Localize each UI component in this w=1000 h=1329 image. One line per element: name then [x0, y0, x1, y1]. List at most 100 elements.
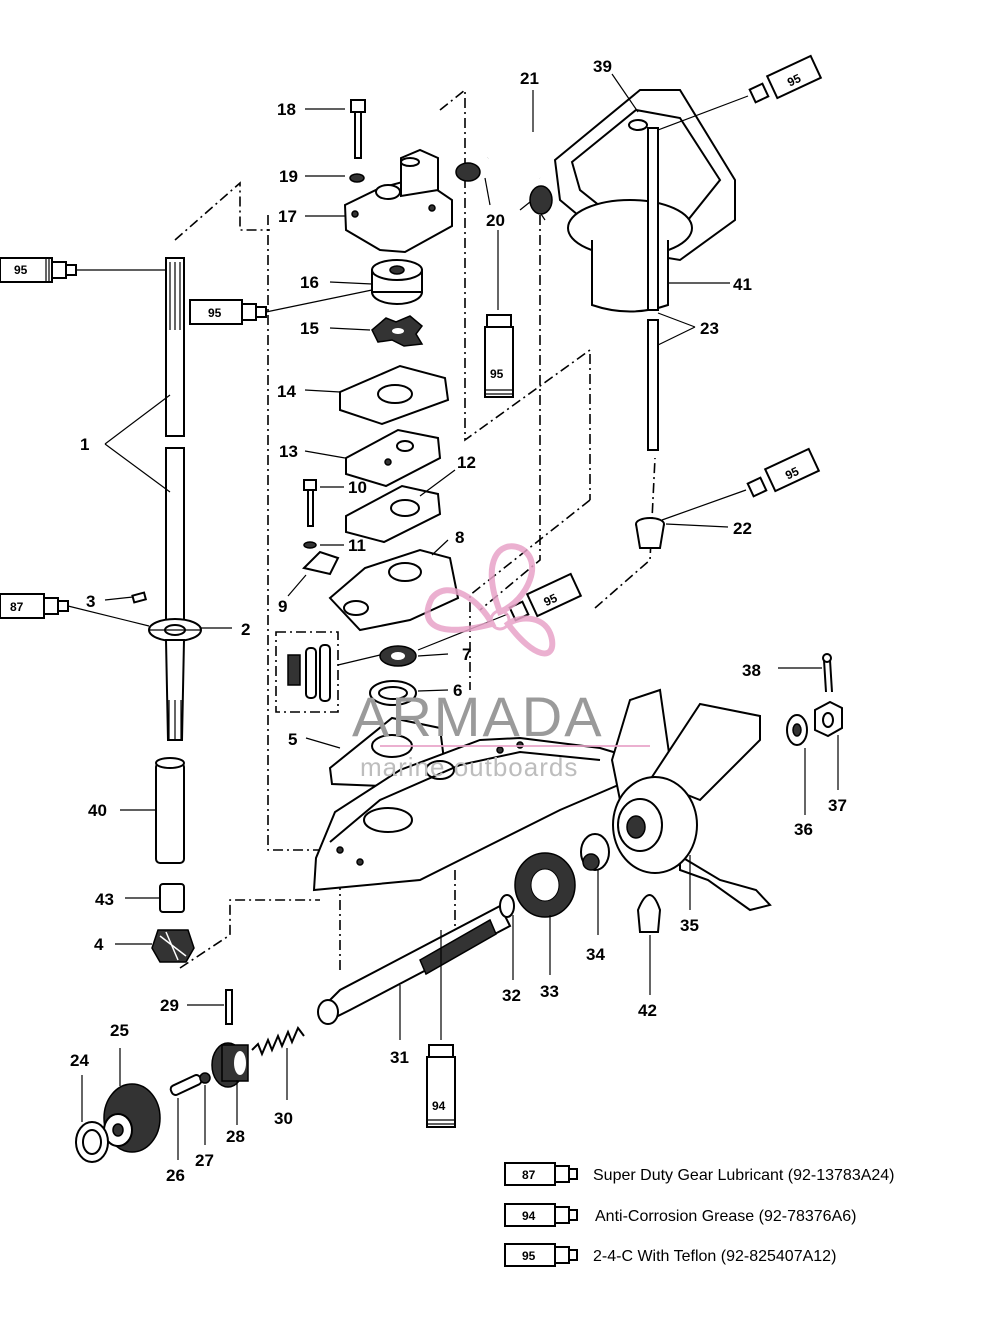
- propeller: [610, 688, 772, 912]
- reverse-gear: [103, 1083, 161, 1153]
- bearing-carrier-thrust-hub: [580, 833, 610, 871]
- watermark-tagline: marine outboards: [360, 752, 578, 782]
- cam-follower: [169, 1072, 211, 1096]
- oil-seal: [379, 645, 417, 667]
- callout-41: 41: [733, 275, 752, 294]
- pump-bolt-small: [303, 479, 317, 549]
- exhaust-plate-assembly: [553, 89, 736, 313]
- tube-label: 87: [10, 600, 24, 614]
- callout-29: 29: [160, 996, 179, 1015]
- callout-22: 22: [733, 519, 752, 538]
- face-plate: [345, 428, 442, 488]
- thrust-washer-front: [499, 894, 515, 918]
- shift-shaft-bushing: [635, 517, 665, 549]
- watermark-logo: [380, 543, 650, 747]
- callout-15: 15: [300, 319, 319, 338]
- callout-1: 1: [80, 435, 89, 454]
- legend-text: 2-4-C With Teflon (92-825407A12): [593, 1248, 836, 1265]
- shaft-sleeve: [155, 757, 185, 864]
- legend-row-94: 94 Anti-Corrosion Grease (92-78376A6): [504, 1203, 856, 1227]
- callout-28: 28: [226, 1127, 245, 1146]
- legend-code: 95: [522, 1249, 536, 1263]
- seal-detail-inset: [275, 631, 381, 713]
- thrust-washer: [75, 1121, 109, 1163]
- propeller-shaft: [317, 904, 512, 1025]
- callout-25: 25: [110, 1021, 129, 1040]
- lube-tube-95-tube: 95: [484, 314, 514, 398]
- lube-tube-95-shift-top: 95: [657, 54, 823, 131]
- callout-6: 6: [453, 681, 462, 700]
- callout-36: 36: [794, 820, 813, 839]
- callout-31: 31: [390, 1048, 409, 1067]
- o-ring: [369, 680, 417, 706]
- tube-label: 95: [541, 591, 559, 609]
- callout-35: 35: [680, 916, 699, 935]
- callout-20: 20: [486, 211, 505, 230]
- drive-shaft: [131, 257, 202, 741]
- leader-lines: [81, 73, 839, 1160]
- callout-7: 7: [462, 645, 471, 664]
- pump-gasket-lower: [345, 484, 442, 544]
- drive-pin: [636, 894, 662, 933]
- pump-gasket-upper: [339, 364, 450, 426]
- callout-11: 11: [348, 536, 366, 555]
- lube-tube-95-impeller: 95: [189, 289, 373, 325]
- impeller: [371, 315, 424, 347]
- water-tube: [455, 137, 553, 215]
- callout-2: 2: [241, 620, 250, 639]
- legend-text: Anti-Corrosion Grease (92-78376A6): [595, 1208, 856, 1225]
- prop-nut: [814, 700, 843, 738]
- callout-18: 18: [277, 100, 296, 119]
- callout-9: 9: [278, 597, 287, 616]
- lube-tube-94-shaft: 94: [426, 1044, 456, 1128]
- callout-24: 24: [70, 1051, 89, 1070]
- callout-42: 42: [638, 1001, 657, 1020]
- water-pump-housing: [343, 148, 453, 254]
- callout-26: 26: [166, 1166, 185, 1185]
- callout-32: 32: [502, 986, 521, 1005]
- pump-bolt: [349, 99, 366, 183]
- bushing: [159, 883, 185, 913]
- legend-text: Super Duty Gear Lubricant (92-13783A24): [593, 1167, 895, 1184]
- callout-39: 39: [593, 57, 612, 76]
- tube-label: 95: [208, 306, 222, 320]
- callout-16: 16: [300, 273, 319, 292]
- shift-cross-pin: [225, 989, 233, 1025]
- callout-40: 40: [88, 801, 107, 820]
- callout-3: 3: [86, 592, 95, 611]
- gear-housing: [312, 736, 642, 892]
- prop-washer: [786, 714, 808, 746]
- spring: [251, 1026, 305, 1057]
- legend-code: 87: [522, 1168, 536, 1182]
- callout-23: 23: [700, 319, 719, 338]
- tube-label: 95: [785, 71, 803, 89]
- callout-37: 37: [828, 796, 847, 815]
- legend-code: 94: [522, 1209, 536, 1223]
- callout-13: 13: [279, 442, 298, 461]
- callout-43: 43: [95, 890, 114, 909]
- shift-shaft: [647, 127, 659, 451]
- lube-tube-95-shaft: 95: [0, 257, 166, 283]
- tube-label: 95: [490, 367, 504, 381]
- callout-12: 12: [457, 453, 476, 472]
- forward-gear: [514, 852, 576, 918]
- clutch: [211, 1042, 249, 1088]
- callout-5: 5: [288, 730, 297, 749]
- tube-label: 95: [783, 464, 801, 482]
- callout-21: 21: [520, 69, 539, 88]
- callout-34: 34: [586, 945, 605, 964]
- callout-4: 4: [94, 935, 104, 954]
- assembly-boundary-lines: [174, 88, 656, 970]
- callout-8: 8: [455, 528, 464, 547]
- lube-tube-87-bearing: 87: [0, 593, 150, 627]
- lube-tube-95-bushing: 95: [661, 447, 821, 521]
- pinion-gear: [151, 929, 195, 963]
- callout-30: 30: [274, 1109, 293, 1128]
- callout-33: 33: [540, 982, 559, 1001]
- callout-10: 10: [348, 478, 367, 497]
- watermark-brand: ARMADA: [352, 685, 604, 748]
- callout-17: 17: [278, 207, 297, 226]
- impeller-insert: [371, 259, 423, 305]
